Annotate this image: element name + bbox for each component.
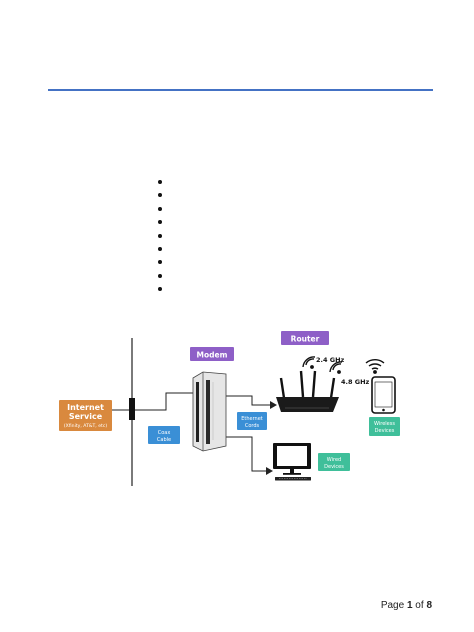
internet-label-line3: (Xfinity, AT&T, etc): [64, 423, 108, 429]
router-icon: [276, 370, 339, 412]
wifi-icon: [302, 356, 316, 369]
list-item: [155, 256, 165, 269]
wall-jack-icon: [129, 398, 135, 420]
coax-label-line1: Coax: [158, 430, 171, 436]
wifi-icon: [329, 361, 343, 374]
ethernet-label-line1: Ethernet: [241, 416, 263, 422]
ethernet-label-line2: Cords: [245, 423, 260, 429]
wireless-label-line1: Wireless: [374, 421, 395, 427]
wired-label-line1: Wired: [327, 457, 341, 463]
list-item: [155, 283, 165, 296]
footer-prefix: Page: [380, 600, 407, 611]
arrow-icon: [270, 401, 277, 409]
coax-line: [135, 392, 193, 411]
internet-label-line1: Internet: [67, 403, 104, 412]
modem-icon: [192, 371, 227, 452]
list-item: [155, 189, 165, 202]
wired-label-box: [318, 453, 350, 471]
footer-current-page: 1: [406, 600, 413, 611]
header-rule: [48, 89, 433, 91]
footer-middle: of: [412, 600, 427, 611]
freq-48-label: 4.8 GHz: [341, 378, 370, 386]
internet-label-line2: Service: [69, 412, 103, 421]
modem-label-box: [190, 347, 234, 361]
wireless-label-line2: Devices: [375, 428, 395, 434]
ethernet-line-wired: [226, 436, 266, 472]
list-item: [155, 243, 165, 256]
wired-label-line2: Devices: [324, 464, 344, 470]
list-item: [155, 270, 165, 283]
list-item: [155, 176, 165, 189]
router-label-box: [281, 331, 329, 345]
coax-label-box: [148, 426, 180, 444]
coax-label-line2: Cable: [157, 437, 171, 443]
phone-icon: [371, 376, 396, 414]
modem-label: Modem: [197, 351, 228, 360]
list-item: [155, 203, 165, 216]
list-item: [155, 230, 165, 243]
arrow-icon: [266, 467, 273, 475]
footer-total-pages: 8: [426, 600, 432, 611]
wifi-icon: [365, 359, 385, 374]
page-footer: Page 1 of 8: [381, 600, 432, 611]
router-label: Router: [291, 335, 320, 344]
list-item: [155, 216, 165, 229]
ethernet-label-box: [237, 412, 267, 430]
monitor-icon: [273, 443, 311, 481]
bullet-list: [155, 176, 165, 297]
freq-24-label: 2.4 GHz: [316, 356, 345, 364]
internet-service-box: [59, 400, 112, 431]
ethernet-line: [226, 395, 270, 406]
wireless-label-box: [369, 417, 400, 436]
